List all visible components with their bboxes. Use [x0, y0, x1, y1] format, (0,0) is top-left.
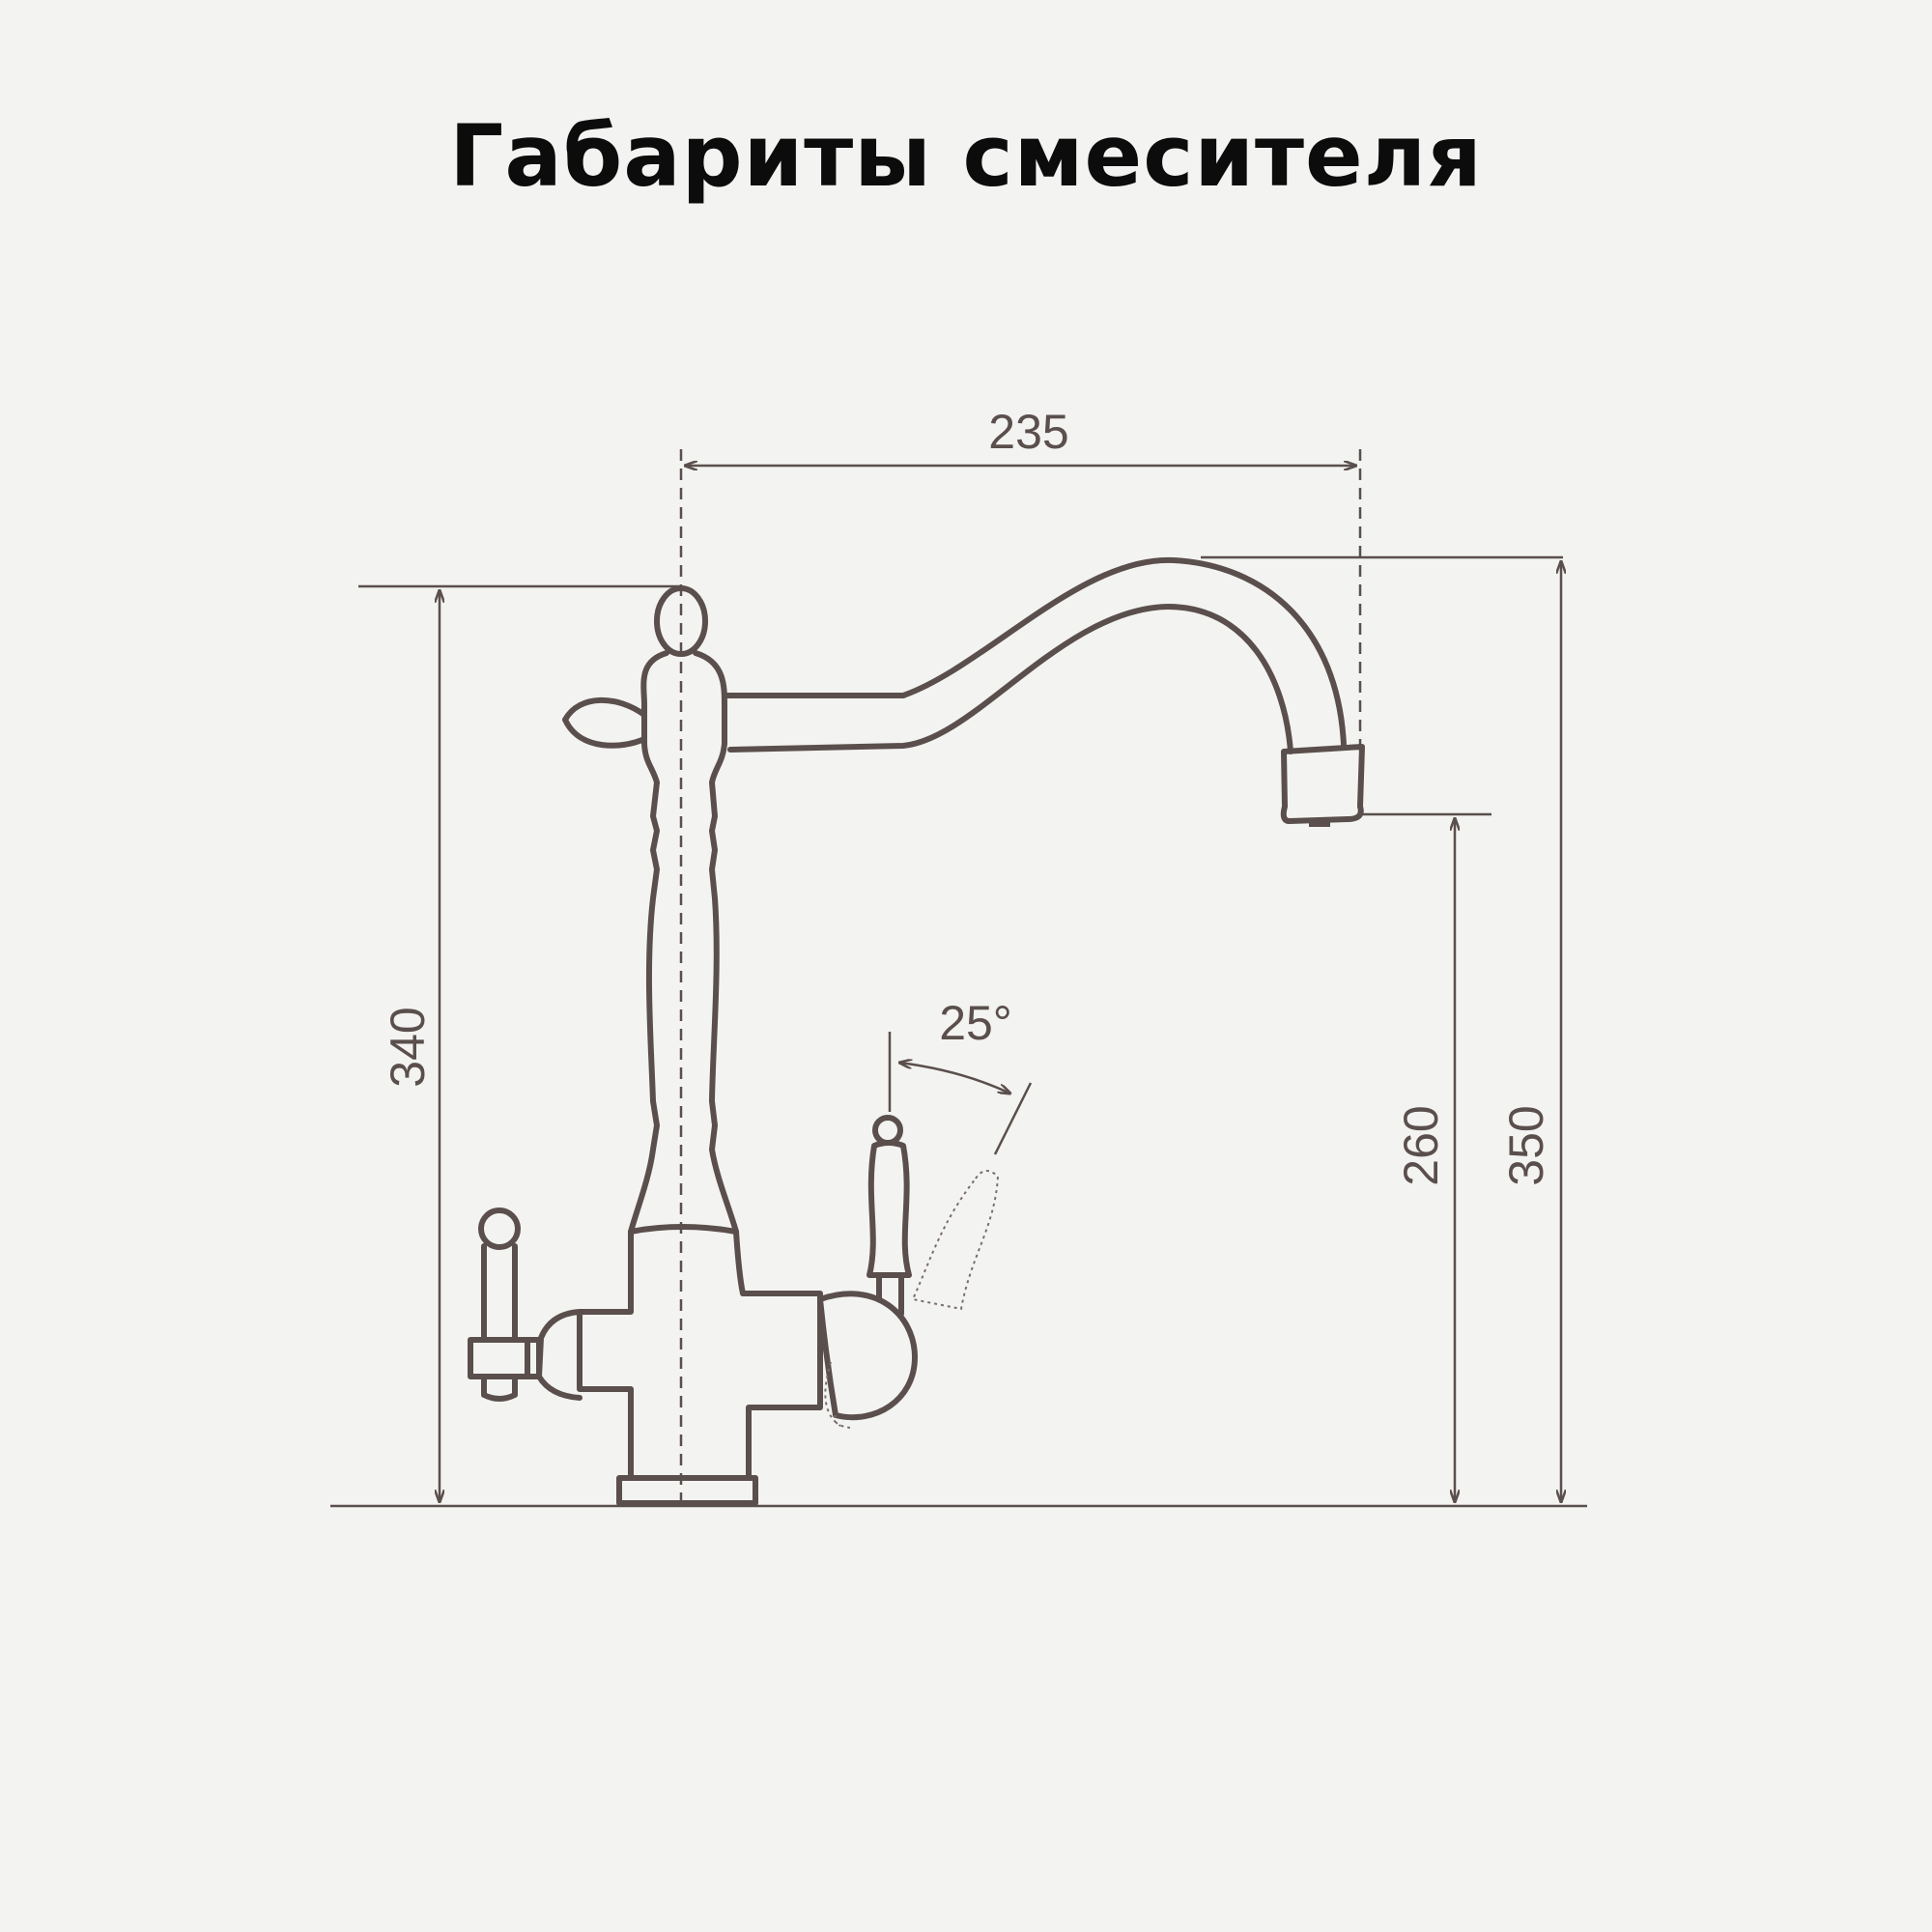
height-350-label: 350 — [1499, 1105, 1553, 1185]
spout-inner — [727, 604, 1293, 754]
right-handle-stem — [876, 1272, 904, 1317]
angle-arc-arrow — [899, 1063, 1010, 1094]
column-base-ring — [628, 1224, 739, 1235]
column-right — [693, 650, 739, 1235]
angle-ref-tilted — [993, 1082, 1033, 1155]
angle-label: 25° — [939, 996, 1012, 1050]
right-handle-ball — [872, 1115, 903, 1146]
aerator-tip — [1309, 819, 1330, 827]
page-title: Габариты смесителя — [449, 106, 1483, 206]
base-plate — [616, 1475, 758, 1506]
height-260-label: 260 — [1394, 1105, 1448, 1185]
column-left — [628, 650, 669, 1235]
right-handle — [867, 1140, 912, 1278]
dimension-lines — [330, 449, 1587, 1508]
left-valve-dome — [536, 1309, 582, 1401]
top-knob — [654, 585, 708, 657]
height-340-label: 340 — [381, 1007, 435, 1087]
ghost-handle — [824, 1170, 1000, 1429]
aerator — [1280, 744, 1365, 824]
left-leaf-lever — [562, 696, 647, 749]
left-handle-rod — [481, 1243, 518, 1402]
spout-outer — [722, 556, 1347, 748]
reach-label: 235 — [988, 405, 1068, 459]
right-valve-dome — [817, 1291, 918, 1421]
body-left — [577, 1229, 634, 1481]
faucet-outline — [468, 556, 1365, 1506]
body-right — [733, 1229, 823, 1481]
left-handle-box — [468, 1337, 530, 1379]
left-handle-ball — [478, 1208, 521, 1250]
